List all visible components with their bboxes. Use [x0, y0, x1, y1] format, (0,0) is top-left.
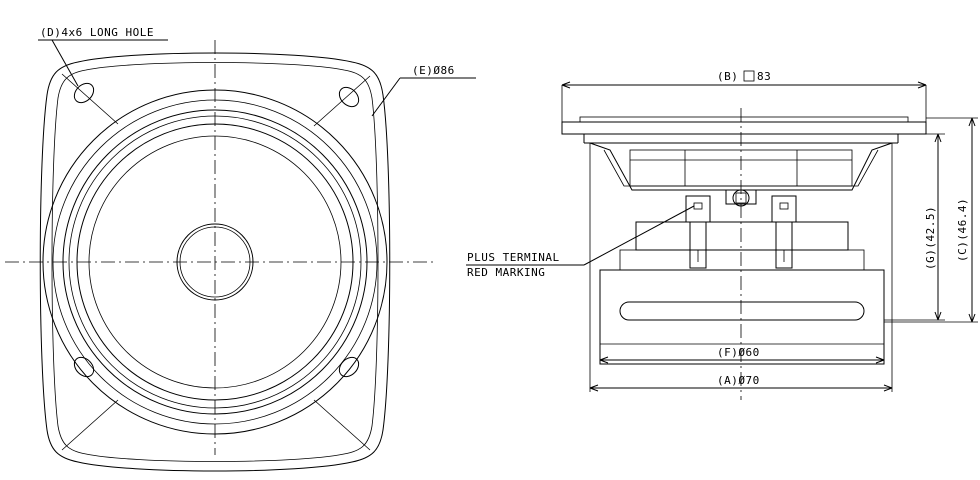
- front-surround-outer: [52, 99, 378, 425]
- outer-dia-leader: [371, 77, 401, 117]
- corner-diagonal-bl: [61, 399, 119, 451]
- front-view: (D)4x6 LONG HOLE (E)Ø86: [5, 26, 476, 472]
- plus-terminal-label: PLUS TERMINAL: [467, 251, 560, 264]
- corner-diagonal-br: [313, 399, 371, 451]
- dim-b-value: 83: [757, 70, 771, 83]
- dim-a-label: (A)Ø70: [717, 374, 760, 387]
- front-surround-ring-2: [68, 115, 362, 409]
- outer-dia-label: (E)Ø86: [412, 64, 455, 77]
- front-surround-ring-1: [62, 109, 368, 415]
- front-frame-outline: [39, 52, 391, 472]
- dim-b-label: (B): [717, 70, 738, 83]
- dim-f-label: (F)Ø60: [717, 346, 760, 359]
- square-symbol: [743, 70, 755, 82]
- frame-gasket: [579, 116, 909, 123]
- red-marking-label: RED MARKING: [467, 266, 545, 279]
- front-frame-inner: [51, 62, 379, 462]
- front-outer-circle: [42, 89, 388, 435]
- corner-diagonal-tr: [313, 75, 371, 127]
- magnet-body: [599, 269, 885, 365]
- mounting-hole-bottom-left: [73, 356, 95, 378]
- corner-diagonal-tl: [61, 73, 119, 125]
- plus-terminal-leader: [583, 205, 695, 266]
- terminal-left: [685, 195, 711, 269]
- dim-c-label: (C)(46.4): [956, 198, 969, 262]
- dim-g-label: (G)(42.5): [924, 206, 937, 270]
- magnet-groove: [619, 301, 865, 321]
- plate-ring: [619, 249, 865, 271]
- terminal-right: [771, 195, 797, 269]
- dust-cap-outer: [176, 223, 254, 301]
- side-view: (B) 83 (F)Ø60 (A)Ø70 (G)(42.5) (C)(46.4)…: [466, 70, 978, 400]
- front-surround-ring-3: [76, 123, 354, 401]
- long-hole-label: (D)4x6 LONG HOLE: [40, 26, 154, 39]
- terminal-center-boss: [732, 189, 750, 207]
- top-plate: [635, 221, 849, 251]
- mounting-hole-top-right: [338, 86, 360, 108]
- long-hole-leader: [51, 39, 79, 87]
- frame-flange: [561, 121, 927, 135]
- dust-cap-inner: [179, 226, 251, 298]
- front-cone-edge: [88, 135, 342, 389]
- basket-window: [629, 149, 853, 187]
